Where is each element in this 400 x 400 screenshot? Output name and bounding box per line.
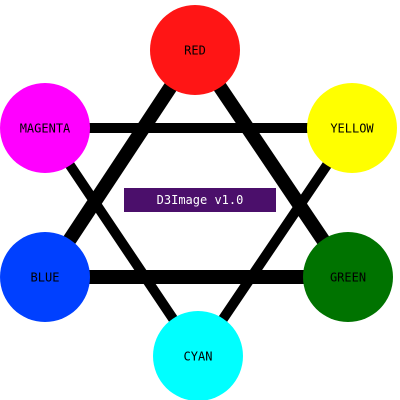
title-banner: D3Image v1.0: [124, 188, 276, 212]
node-green: GREEN: [303, 232, 393, 322]
edge-red-green: [189, 46, 354, 281]
node-blue: BLUE: [0, 232, 90, 322]
node-circle-magenta: [0, 83, 90, 173]
node-circle-yellow: [307, 83, 397, 173]
node-label-cyan: CYAN: [184, 350, 213, 364]
edges-layer: [39, 46, 357, 359]
node-label-red: RED: [184, 44, 206, 58]
node-magenta: MAGENTA: [0, 83, 90, 173]
node-circle-green: [303, 232, 393, 322]
node-label-blue: BLUE: [31, 271, 60, 285]
edge-cyan-magenta: [40, 125, 203, 359]
node-label-yellow: YELLOW: [330, 122, 374, 136]
node-circle-cyan: [153, 311, 243, 400]
edge-blue-red: [39, 46, 201, 281]
node-circle-red: [150, 5, 240, 95]
node-yellow: YELLOW: [307, 83, 397, 173]
node-red: RED: [150, 5, 240, 95]
node-cyan: CYAN: [153, 311, 243, 400]
edge-yellow-cyan: [193, 125, 357, 359]
node-label-magenta: MAGENTA: [20, 122, 71, 136]
node-label-green: GREEN: [330, 271, 366, 285]
node-circle-blue: [0, 232, 90, 322]
nodes-layer: RED YELLOW GREEN CYAN BLUE MAGENTA: [0, 5, 397, 400]
